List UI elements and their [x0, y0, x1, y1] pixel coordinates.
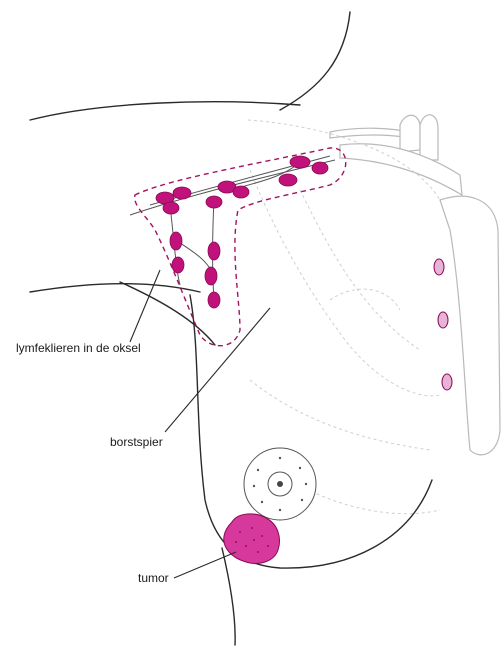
lymph-node-pointer — [130, 270, 160, 342]
lymph-node-icon — [170, 232, 182, 250]
lymph-node-icon — [172, 257, 184, 273]
lymph-node-icon — [279, 174, 297, 186]
neck-line — [280, 12, 350, 110]
lymph-node-icon — [442, 374, 452, 390]
clavicle — [330, 115, 462, 195]
axilla-line — [30, 284, 200, 292]
tumor-label: tumor — [138, 571, 169, 585]
arm-underside — [120, 282, 215, 345]
chest-muscle-pointer — [165, 308, 270, 432]
lymph-node-icon — [312, 162, 328, 174]
lymph-node-icon — [233, 186, 249, 198]
breast-outline — [190, 295, 432, 568]
lymph-vessels — [130, 156, 335, 300]
lower-body-line — [222, 548, 235, 645]
rib-line — [250, 380, 430, 450]
tumor-blob-icon — [224, 514, 280, 564]
shoulder-line — [30, 102, 300, 120]
areola — [244, 448, 316, 520]
lymph-node-icon — [208, 242, 220, 260]
lymph-node-icon — [438, 312, 448, 328]
pectoral-muscle-outline — [250, 170, 440, 396]
lymph-node-icon — [208, 292, 220, 308]
axillary-region-outline — [135, 148, 346, 346]
lymph-node-icon — [290, 156, 310, 168]
lymph-node-icon — [173, 187, 191, 199]
lymph-node-icon — [205, 267, 217, 285]
lymph-node-icon — [206, 196, 222, 208]
tumor-pointer — [174, 552, 236, 578]
internal-mammary-nodes — [434, 259, 452, 390]
lymph-node-icon — [163, 202, 179, 214]
lymph-node-icon — [434, 259, 444, 275]
lymph-node-label: lymfeklieren in de oksel — [16, 341, 141, 355]
axillary-lymph-nodes — [156, 156, 328, 308]
chest-muscle-label: borstspier — [110, 435, 163, 449]
rib-line — [300, 190, 420, 350]
sternum — [440, 196, 500, 455]
